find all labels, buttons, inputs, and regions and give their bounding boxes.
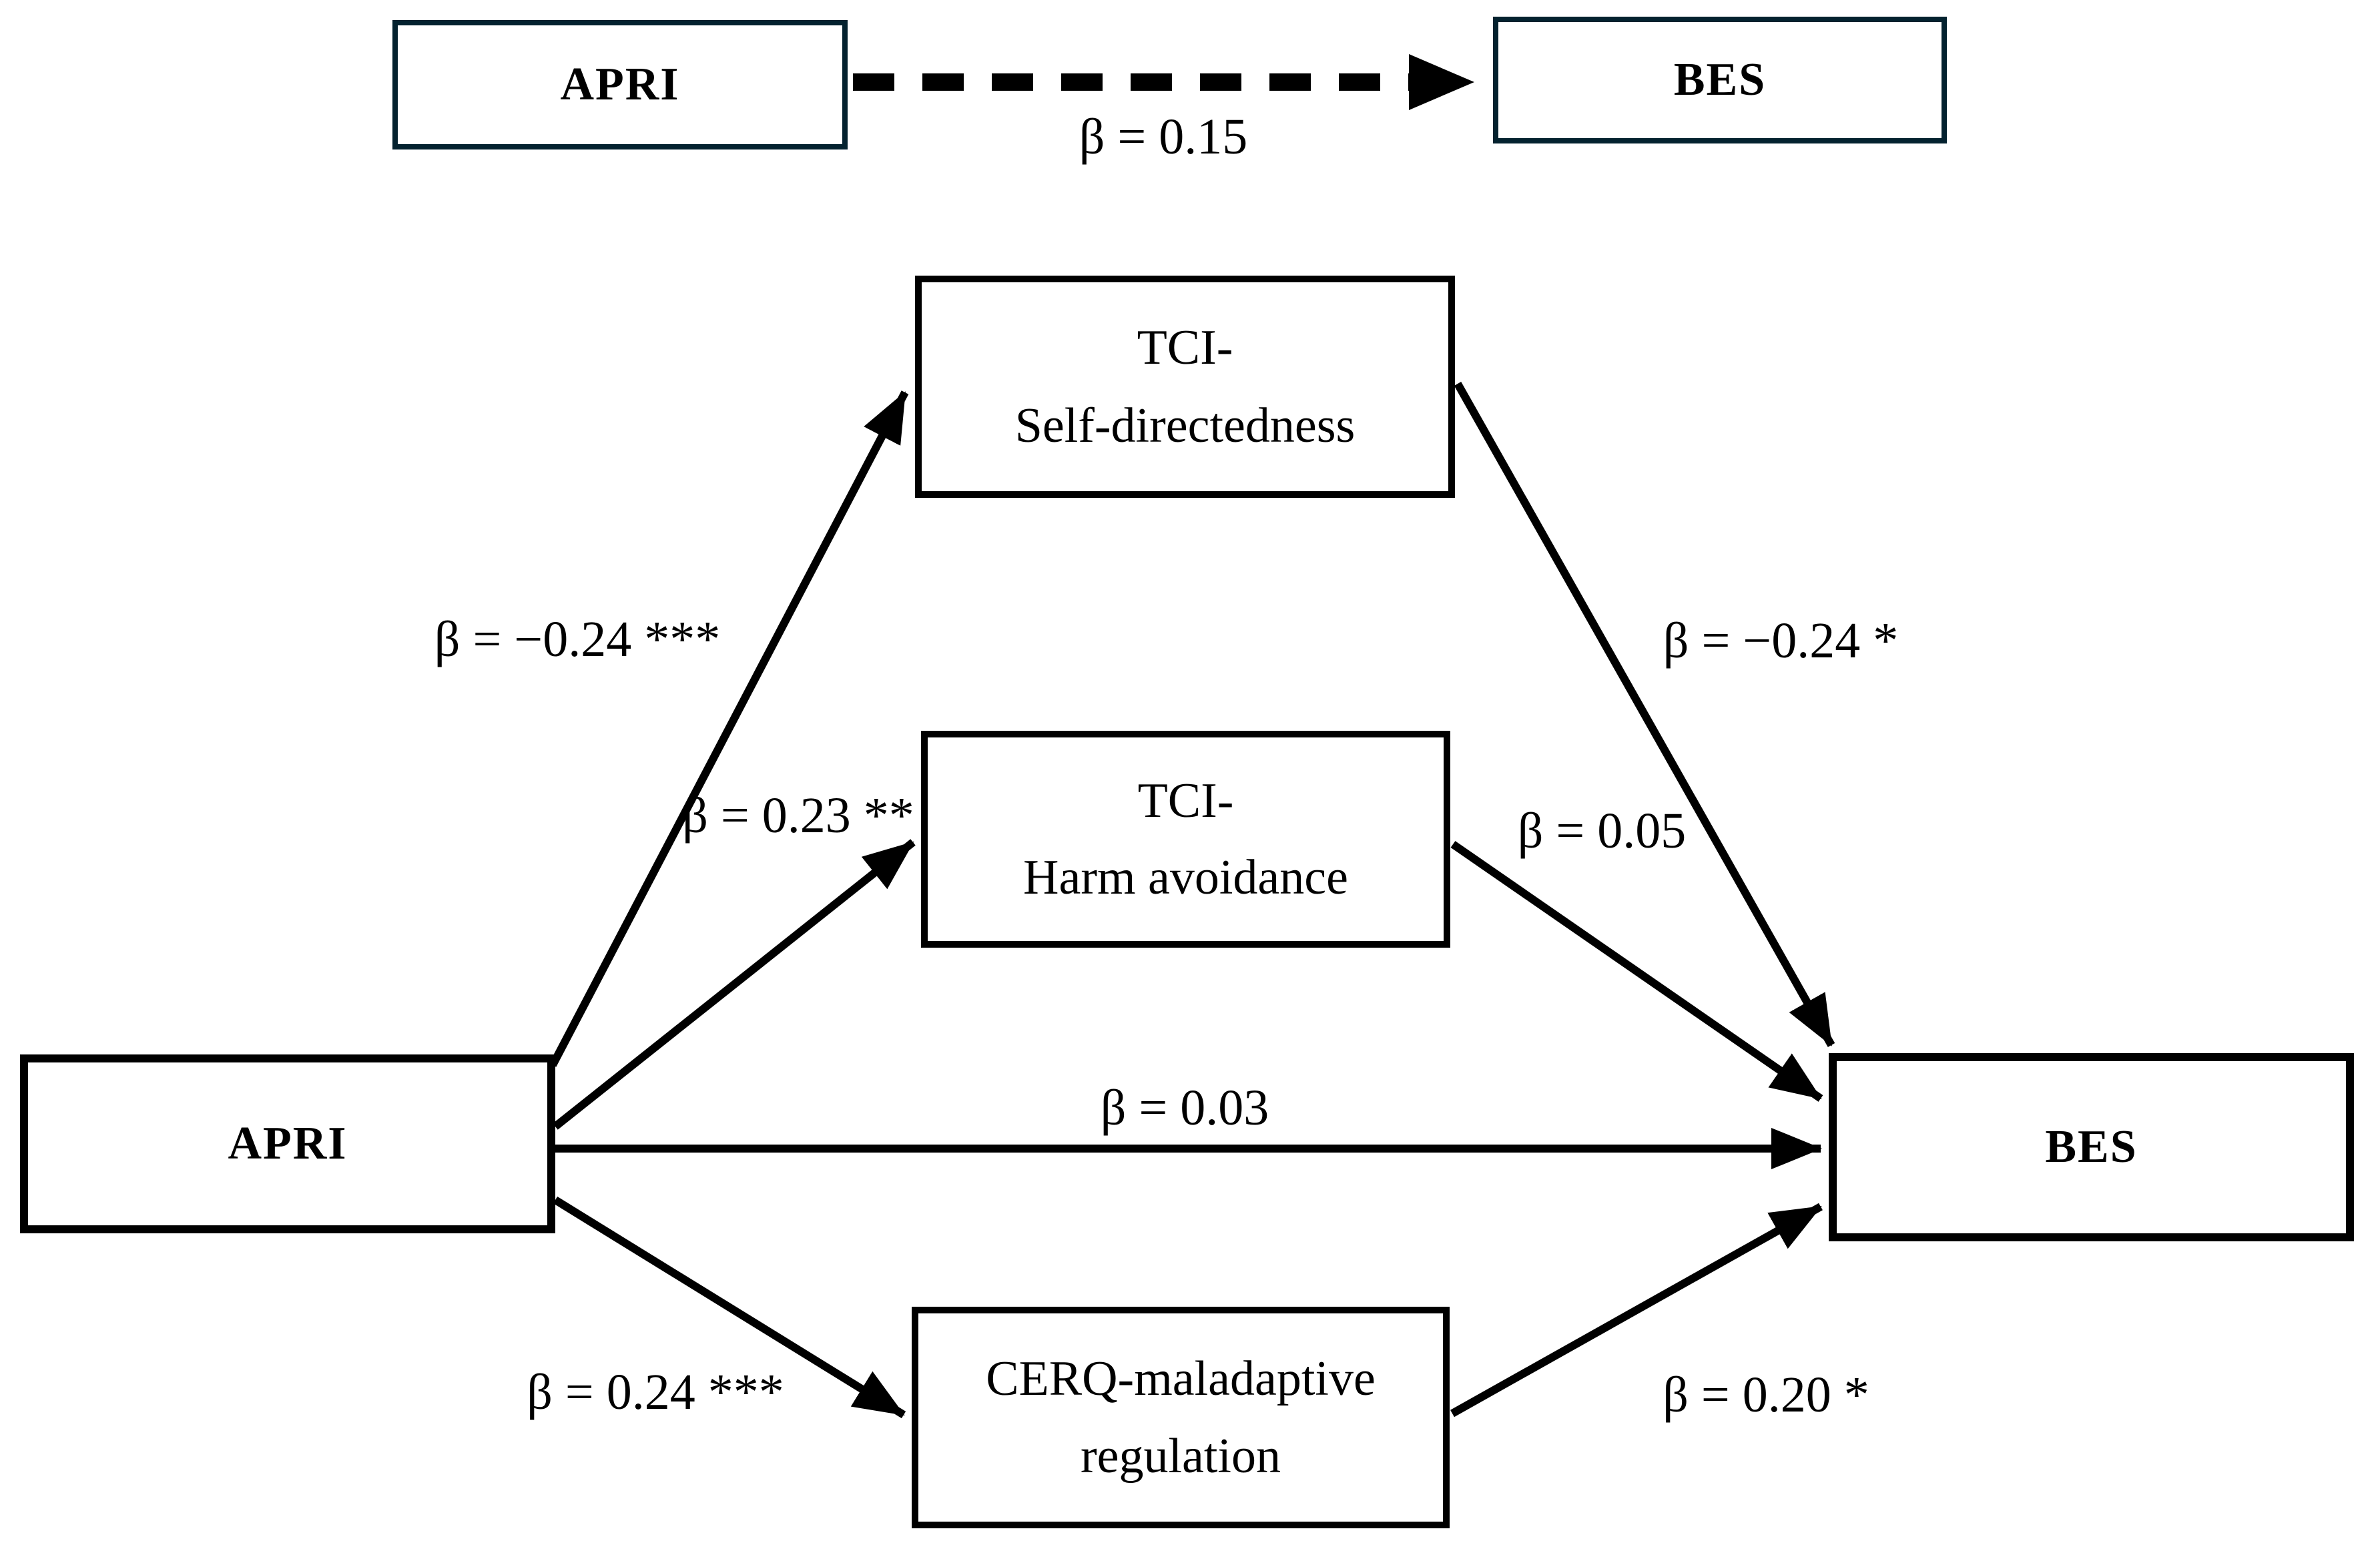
coef-harm-avoidance-bes: β = 0.05 xyxy=(1517,803,1687,859)
top-bes-label: BES xyxy=(1673,54,1767,105)
arrow-harm-avoidance-to-bes xyxy=(1450,841,1823,1102)
main-bes-label: BES xyxy=(2045,1121,2138,1173)
arrow-cerq-to-bes xyxy=(1450,1203,1823,1418)
coef-top-apri-bes: β = 0.15 xyxy=(1079,109,1248,165)
coef-cerq-bes: β = 0.20 * xyxy=(1663,1367,1869,1423)
coef-apri-bes-direct: β = 0.03 xyxy=(1100,1080,1269,1136)
mediator-box-cerq: CERQ-maladaptive regulation xyxy=(912,1307,1450,1528)
coef-self-directedness-bes: β = −0.24 * xyxy=(1663,613,1899,669)
mediator-self-directedness-line2: Self-directedness xyxy=(1014,398,1356,453)
mediator-cerq-line1: CERQ-maladaptive xyxy=(986,1351,1376,1406)
coef-apri-harm-avoidance: β = 0.23 ** xyxy=(682,788,914,844)
main-apri-label: APRI xyxy=(228,1118,348,1169)
main-bes-box: BES xyxy=(1829,1053,2354,1241)
mediator-harm-avoidance-line1: TCI- xyxy=(1137,773,1234,829)
mediator-self-directedness-line1: TCI- xyxy=(1137,320,1233,375)
arrow-apri-to-self-directedness xyxy=(549,390,909,1067)
top-apri-box: APRI xyxy=(392,20,848,149)
arrow-apri-to-harm-avoidance xyxy=(553,839,916,1130)
mediator-harm-avoidance-line2: Harm avoidance xyxy=(1023,850,1348,905)
top-apri-label: APRI xyxy=(560,59,680,110)
mediator-box-harm-avoidance: TCI- Harm avoidance xyxy=(921,731,1450,948)
arrow-apri-to-cerq xyxy=(553,1196,906,1419)
coef-apri-cerq: β = 0.24 *** xyxy=(527,1364,784,1420)
arrow-self-directedness-to-bes xyxy=(1454,382,1835,1047)
mediator-box-self-directedness: TCI- Self-directedness xyxy=(915,276,1455,498)
coef-apri-self-directedness: β = −0.24 *** xyxy=(434,611,721,667)
mediator-cerq-line2: regulation xyxy=(1080,1429,1281,1484)
top-bes-box: BES xyxy=(1493,17,1947,143)
main-apri-box: APRI xyxy=(20,1054,555,1233)
